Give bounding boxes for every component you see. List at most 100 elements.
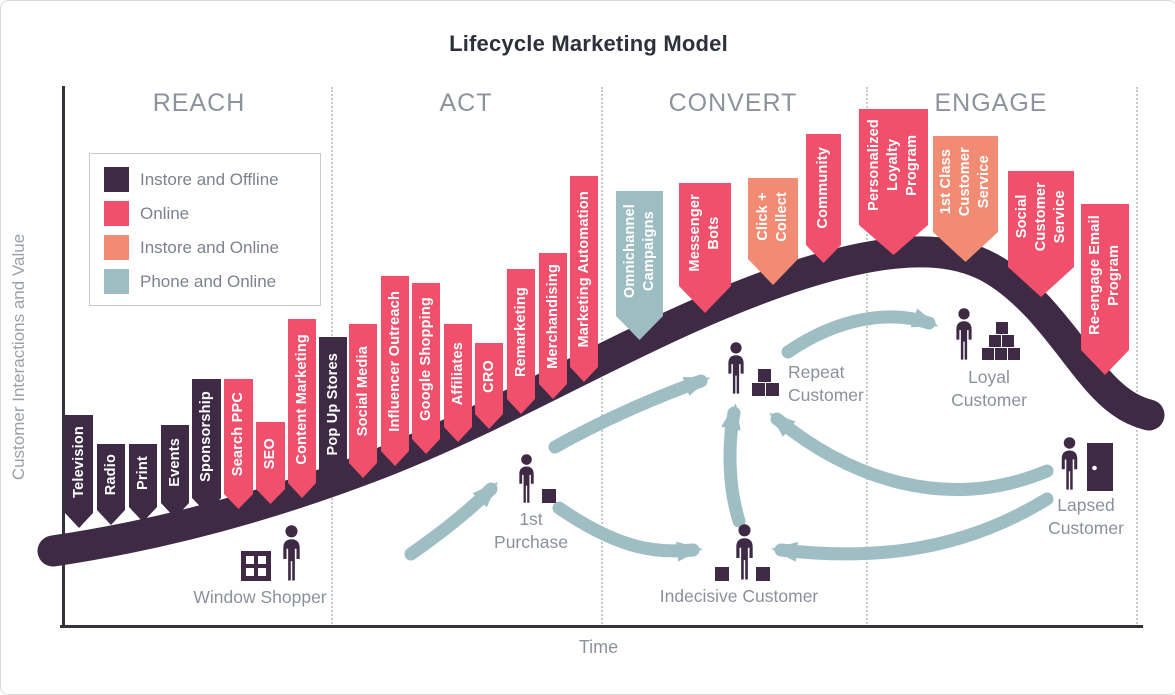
block-icon bbox=[715, 567, 729, 581]
phase-separator-line bbox=[1136, 87, 1138, 628]
banner-label: Social Media bbox=[354, 346, 371, 437]
banner-label: Search PPC bbox=[230, 392, 246, 477]
banner-merchandising: Merchandising bbox=[539, 253, 567, 399]
block-icon bbox=[758, 369, 771, 382]
window-icon bbox=[241, 551, 271, 581]
banner-television: Television bbox=[65, 415, 93, 528]
arrow-first-purchase-to-indecisive-customer bbox=[552, 501, 703, 562]
legend-swatch-icon bbox=[104, 201, 129, 226]
banner-label: Messenger Bots bbox=[687, 193, 722, 272]
phase-header-reach: REACH bbox=[152, 89, 246, 117]
banner-label: Click + Collect bbox=[755, 191, 790, 242]
banner-influencer-outreach: Influencer Outreach bbox=[381, 276, 409, 466]
legend-label: Phone and Online bbox=[140, 271, 277, 291]
block-icon bbox=[982, 348, 994, 360]
phase-header-act: ACT bbox=[439, 89, 493, 117]
arrow-lapsed-customer-to-indecisive-customer bbox=[771, 492, 1054, 562]
banner-label: Sponsorship bbox=[198, 391, 214, 482]
banner-label: CRO bbox=[480, 360, 497, 393]
block-icon bbox=[996, 322, 1008, 334]
block-icon bbox=[995, 348, 1007, 360]
legend-swatch-icon bbox=[104, 269, 129, 294]
banner-social-media: Social Media bbox=[349, 324, 377, 478]
banner-label: Community bbox=[815, 146, 831, 229]
banner-community: Community bbox=[806, 134, 841, 263]
person-icon-wrap bbox=[731, 524, 758, 581]
banner-click-collect: Click + Collect bbox=[748, 178, 798, 285]
banner-pop-up-stores: Pop Up Stores bbox=[319, 337, 347, 490]
banner-affiliates: Affiliates bbox=[444, 324, 472, 442]
banner-messenger-bots: Messenger Bots bbox=[679, 183, 731, 313]
phase-separator-line bbox=[601, 87, 603, 628]
banner-print: Print bbox=[129, 444, 157, 522]
arrow-indecisive-customer-to-repeat-customer bbox=[721, 403, 746, 528]
banner-marketing-automation: Marketing Automation bbox=[570, 176, 598, 382]
banner-label: Omnichannel Campaigns bbox=[621, 204, 657, 299]
banner-label: Remarketing bbox=[512, 286, 529, 378]
legend-item: Instore and Offline bbox=[104, 167, 320, 192]
banner-re-engage-email-program: Re-engage Email Program bbox=[1081, 204, 1129, 375]
person-icon bbox=[956, 308, 972, 360]
legend-swatch-icon bbox=[104, 235, 129, 260]
banner-radio: Radio bbox=[97, 444, 125, 525]
person-icon-wrap bbox=[514, 454, 539, 504]
arrow-window-shopper-to-first-purchase bbox=[404, 481, 499, 561]
legend-item: Online bbox=[104, 201, 320, 226]
arrow-first-purchase-to-repeat-customer bbox=[548, 374, 711, 454]
arrow-repeat-customer-to-loyal-customer bbox=[781, 308, 939, 359]
person-icon bbox=[283, 525, 300, 581]
banner-label: Influencer Outreach bbox=[386, 291, 403, 432]
legend-item: Instore and Online bbox=[104, 235, 320, 260]
phase-separator-line bbox=[866, 87, 868, 628]
block-icon bbox=[766, 383, 779, 396]
y-axis-label: Customer Interactions and Value bbox=[9, 233, 28, 481]
x-axis-line bbox=[60, 625, 1143, 628]
banner-label: SEO bbox=[262, 437, 278, 470]
legend-label: Instore and Offline bbox=[140, 169, 279, 189]
banner-search-ppc: Search PPC bbox=[224, 379, 253, 509]
legend-label: Instore and Online bbox=[140, 237, 279, 257]
block-icon bbox=[756, 567, 770, 581]
banner-content-marketing: Content Marketing bbox=[288, 319, 316, 498]
banner-remarketing: Remarketing bbox=[507, 269, 535, 414]
block-icon bbox=[1008, 348, 1020, 360]
banner-label: Pop Up Stores bbox=[324, 352, 341, 456]
person-icon-wrap bbox=[723, 342, 749, 395]
banner-label: Events bbox=[166, 437, 183, 487]
banner-seo: SEO bbox=[256, 422, 285, 504]
person-icon-wrap bbox=[278, 525, 305, 582]
banner-label: 1st Class Customer Service bbox=[938, 147, 992, 217]
door-icon bbox=[1087, 443, 1113, 491]
page-title: Lifecycle Marketing Model bbox=[449, 31, 728, 56]
banner-label: Marketing Automation bbox=[575, 191, 592, 348]
figure-label-indecisive-customer: Indecisive Customer bbox=[659, 586, 819, 606]
y-axis-line bbox=[62, 86, 65, 628]
banner-label: Merchandising bbox=[544, 264, 561, 369]
phase-header-convert: CONVERT bbox=[668, 89, 798, 117]
banner-label: Affiliates bbox=[449, 341, 466, 406]
person-icon bbox=[728, 342, 744, 394]
phase-separator-line bbox=[331, 87, 333, 628]
banner-label: Social Customer Service bbox=[1013, 182, 1068, 252]
legend-label: Online bbox=[140, 203, 190, 223]
banner-sponsorship: Sponsorship bbox=[192, 379, 221, 513]
person-icon bbox=[736, 524, 753, 580]
legend-item: Phone and Online bbox=[104, 269, 320, 294]
banner-1st-class-customer-service: 1st Class Customer Service bbox=[933, 136, 998, 262]
block-icon bbox=[1002, 335, 1014, 347]
banner-label: Google Shopping bbox=[417, 297, 434, 421]
banner-label: Content Marketing bbox=[293, 333, 310, 465]
block-icon bbox=[989, 335, 1001, 347]
banner-cro: CRO bbox=[475, 343, 503, 429]
person-icon bbox=[1061, 437, 1078, 490]
banner-omnichannel-campaigns: Omnichannel Campaigns bbox=[616, 191, 663, 340]
block-icon bbox=[542, 489, 556, 503]
banner-label: Television bbox=[70, 426, 87, 498]
banner-events: Events bbox=[161, 425, 189, 518]
